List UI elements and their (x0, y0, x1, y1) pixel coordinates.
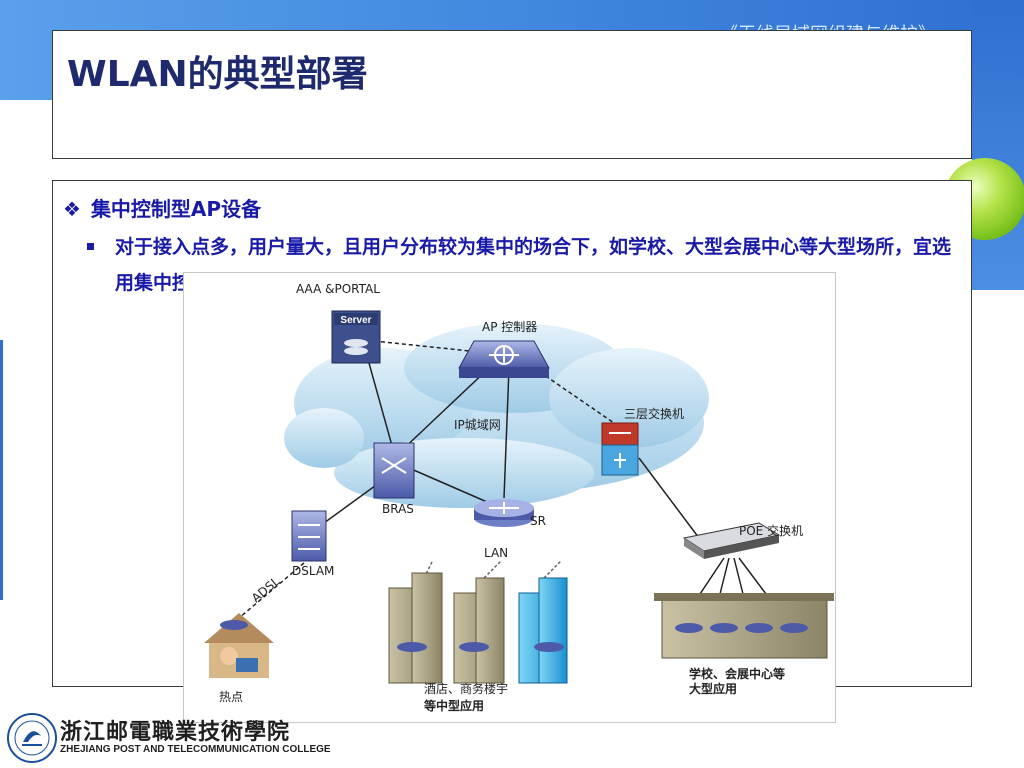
ip-metro-label: IP城域网 (454, 418, 501, 432)
square-bullet-icon (87, 243, 94, 250)
link-ap-sr (503, 367, 510, 499)
link-bras-dslam (323, 482, 380, 524)
link-bras-sr (408, 467, 495, 506)
school-building-icon (654, 593, 834, 659)
hotel-sub-label: 等中型应用 (423, 698, 484, 713)
link-server-ap (373, 340, 490, 354)
hotel-buildings-icon (388, 572, 568, 684)
bullet-1-text: 集中控制型AP设备 (90, 197, 262, 221)
bras-label: BRAS (382, 502, 414, 516)
poe-switch-icon (682, 522, 781, 559)
lan-bar (424, 545, 574, 561)
college-logo-icon (7, 713, 57, 763)
l3-switch-icon (601, 422, 639, 476)
adsl-label: ADSL (249, 574, 283, 605)
poe-switch-label: POE 交换机 (739, 523, 803, 538)
sr-label: SR (530, 514, 546, 528)
ap-controller-icon (458, 340, 550, 378)
hotel-label: 酒店、商务楼宇 (424, 681, 508, 696)
server-icon: Server (331, 310, 381, 364)
hotspot-label: 热点 (219, 690, 243, 704)
school-sub-label: 大型应用 (689, 681, 737, 696)
ap-controller-label: AP 控制器 (482, 320, 537, 334)
bullet-level-1: ❖ 集中控制型AP设备 (63, 193, 261, 222)
l3-switch-label: 三层交换机 (624, 406, 684, 421)
dslam-label: DSLAM (292, 564, 334, 578)
network-diagram: Server AAA &PORTAL AP 控制器 IP城域网 三层交换机 BR… (183, 272, 836, 723)
college-name-cn: 浙江邮電職業技術學院 (60, 719, 291, 745)
link-dslam-hotspot (238, 562, 305, 619)
hotspot-house-icon (204, 613, 274, 678)
title-box: WLAN的典型部署 (52, 30, 972, 159)
diamond-bullet-icon: ❖ (63, 197, 81, 221)
right-decoration (972, 0, 1024, 290)
sr-router-icon (474, 499, 534, 527)
server-label: Server (340, 315, 371, 326)
bras-icon (373, 442, 415, 499)
college-name-en: ZHEJIANG POST AND TELECOMMUNICATION COLL… (60, 744, 331, 755)
school-label: 学校、会展中心等 (689, 666, 785, 681)
dslam-icon (291, 510, 327, 562)
lan-label: LAN (484, 546, 508, 560)
left-decoration-bar (0, 340, 3, 600)
link-ap-bras (398, 367, 490, 454)
link-l3-poe (638, 457, 700, 539)
page-title: WLAN的典型部署 (67, 54, 368, 95)
aaa-portal-label: AAA &PORTAL (296, 282, 380, 296)
network-diagram-svg: Server AAA &PORTAL AP 控制器 IP城域网 三层交换机 BR… (204, 282, 834, 713)
link-server-bras (368, 362, 395, 454)
link-lan-1 (423, 557, 435, 579)
